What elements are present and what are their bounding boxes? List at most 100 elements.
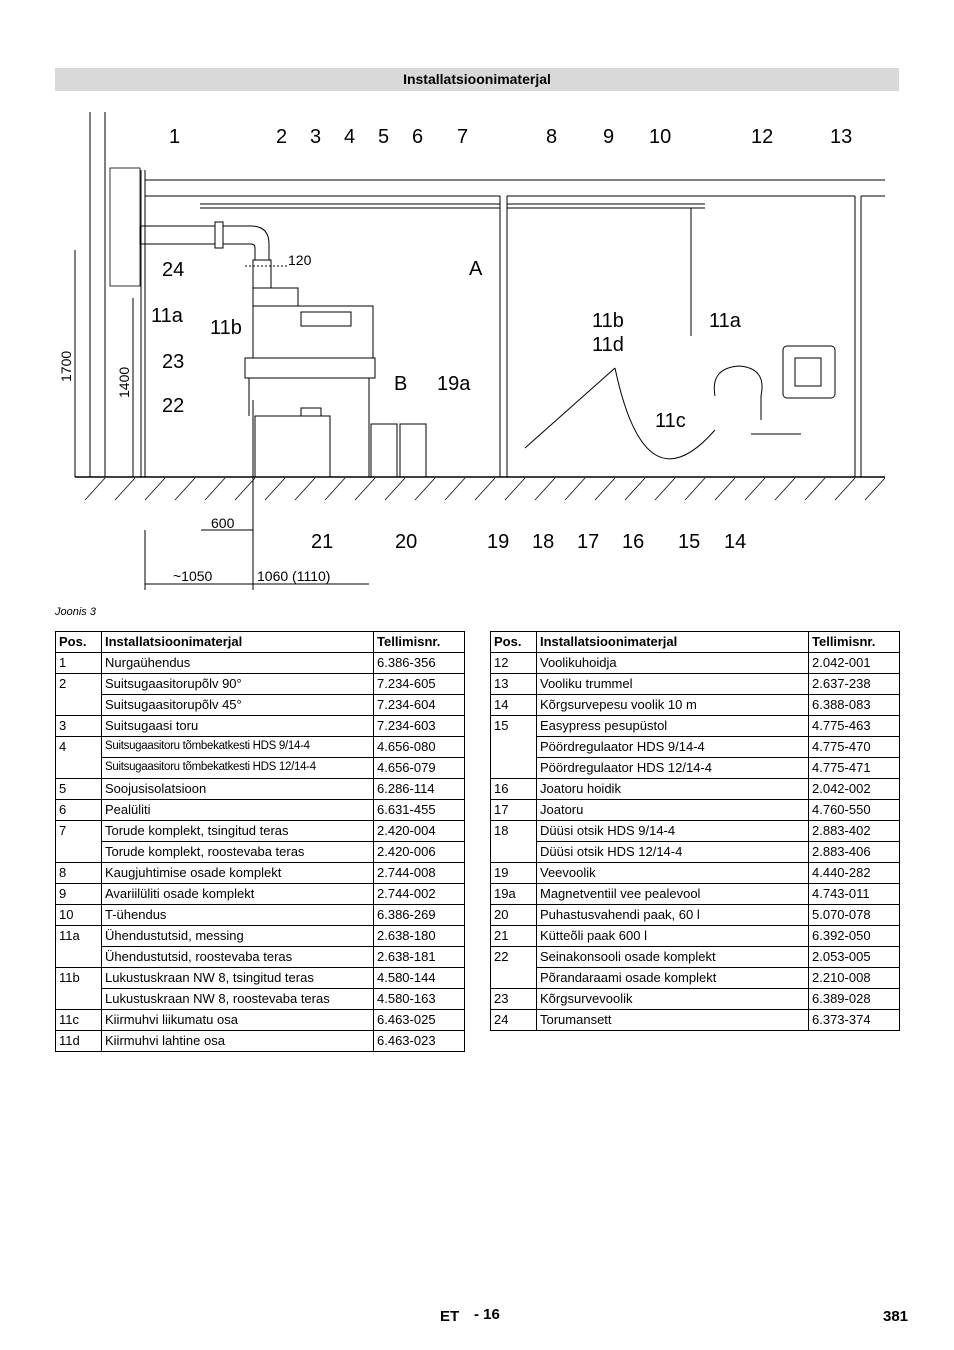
callout-8: 8 (546, 126, 557, 148)
footer-local-page: - 16 (474, 1306, 500, 1323)
table-cell: 9 (55, 883, 102, 905)
installation-diagram: 1 2 3 4 5 6 7 8 9 10 12 13 21 20 19 18 1… (58, 112, 886, 590)
callout-4: 4 (344, 126, 355, 148)
callout-17: 17 (577, 531, 599, 553)
table-cell: Kõrgsurvevoolik (536, 988, 809, 1010)
table-cell (55, 841, 102, 863)
table-cell: 15 (490, 715, 537, 737)
col-header-name: Installatsioonimaterjal (101, 631, 374, 653)
table-cell: 2.637-238 (808, 673, 900, 695)
table-cell: Torumansett (536, 1009, 809, 1031)
table-cell: 2 (55, 673, 102, 695)
table-cell: Avariilüliti osade komplekt (101, 883, 374, 905)
callout-11b-right: 11b (592, 310, 624, 332)
callout-21: 21 (311, 531, 333, 553)
callout-1: 1 (169, 126, 180, 148)
parts-table-right: Pos. Installatsioonimaterjal Tellimisnr.… (490, 631, 900, 1031)
footer-page-number: 381 (883, 1308, 909, 1325)
callout-24: 24 (162, 259, 184, 281)
table-cell: 14 (490, 694, 537, 716)
table-cell: Düüsi otsik HDS 12/14-4 (536, 841, 809, 863)
table-cell: 4.580-144 (373, 967, 465, 989)
table-cell (490, 967, 537, 989)
callout-15: 15 (678, 531, 700, 553)
table-cell: 2.420-004 (373, 820, 465, 842)
dim-600: 600 (211, 515, 235, 531)
col-header-nr: Tellimisnr. (808, 631, 900, 653)
callout-19a: 19a (437, 373, 471, 395)
table-cell: T-ühendus (101, 904, 374, 926)
table-row: Suitsugaasitoru tõmbekatkesti HDS 12/14-… (55, 757, 465, 779)
table-cell: 11d (55, 1030, 102, 1052)
table-cell: 2.042-002 (808, 778, 900, 800)
callout-16: 16 (622, 531, 644, 553)
table-cell: Ühendustutsid, messing (101, 925, 374, 947)
table-cell: 11c (55, 1009, 102, 1031)
table-cell: 4.775-463 (808, 715, 900, 737)
callout-7: 7 (457, 126, 468, 148)
table-cell: 2.744-008 (373, 862, 465, 884)
table-cell: 21 (490, 925, 537, 947)
callout-13: 13 (830, 126, 852, 148)
table-cell: Pöördregulaator HDS 9/14-4 (536, 736, 809, 758)
table-cell: 2.883-402 (808, 820, 900, 842)
table-cell: Kõrgsurvepesu voolik 10 m (536, 694, 809, 716)
table-cell (490, 757, 537, 779)
callout-3: 3 (310, 126, 321, 148)
table-cell: 7 (55, 820, 102, 842)
table-cell: 7.234-603 (373, 715, 465, 737)
table-cell: 4.656-080 (373, 736, 465, 758)
callout-19: 19 (487, 531, 509, 553)
table-cell: 6.386-356 (373, 652, 465, 674)
table-cell: 23 (490, 988, 537, 1010)
table-cell: 8 (55, 862, 102, 884)
table-cell: Põrandaraami osade komplekt (536, 967, 809, 989)
table-cell: Torude komplekt, tsingitud teras (101, 820, 374, 842)
table-cell: 17 (490, 799, 537, 821)
table-cell: Puhastusvahendi paak, 60 l (536, 904, 809, 926)
table-cell: Düüsi otsik HDS 9/14-4 (536, 820, 809, 842)
dim-1050: ~1050 (173, 568, 213, 584)
table-cell: Lukustuskraan NW 8, tsingitud teras (101, 967, 374, 989)
table-cell (55, 694, 102, 716)
dim-1700: 1700 (58, 351, 74, 382)
callout-11a-left: 11a (151, 305, 184, 327)
table-cell: 2.638-180 (373, 925, 465, 947)
table-cell: 6.392-050 (808, 925, 900, 947)
parts-table-left: Pos. Installatsioonimaterjal Tellimisnr.… (55, 631, 465, 1052)
table-cell: 6.373-374 (808, 1009, 900, 1031)
callout-B: B (394, 373, 407, 395)
table-cell: 6.631-455 (373, 799, 465, 821)
table-cell (55, 757, 102, 779)
callout-12: 12 (751, 126, 773, 148)
table-cell: Voolikuhoidja (536, 652, 809, 674)
table-cell: 2.744-002 (373, 883, 465, 905)
table-cell: 6.463-025 (373, 1009, 465, 1031)
table-cell: 24 (490, 1009, 537, 1031)
table-cell: Kütteõli paak 600 l (536, 925, 809, 947)
table-cell: Seinakonsooli osade komplekt (536, 946, 809, 968)
table-cell: Soojusisolatsioon (101, 778, 374, 800)
table-cell: 4.656-079 (373, 757, 465, 779)
table-cell: Suitsugaasi toru (101, 715, 374, 737)
table-cell: 20 (490, 904, 537, 926)
table-cell: 2.883-406 (808, 841, 900, 863)
table-cell: Kaugjuhtimise osade komplekt (101, 862, 374, 884)
section-title: Installatsioonimaterjal (55, 68, 899, 91)
col-header-pos: Pos. (490, 631, 537, 653)
table-cell (490, 841, 537, 863)
